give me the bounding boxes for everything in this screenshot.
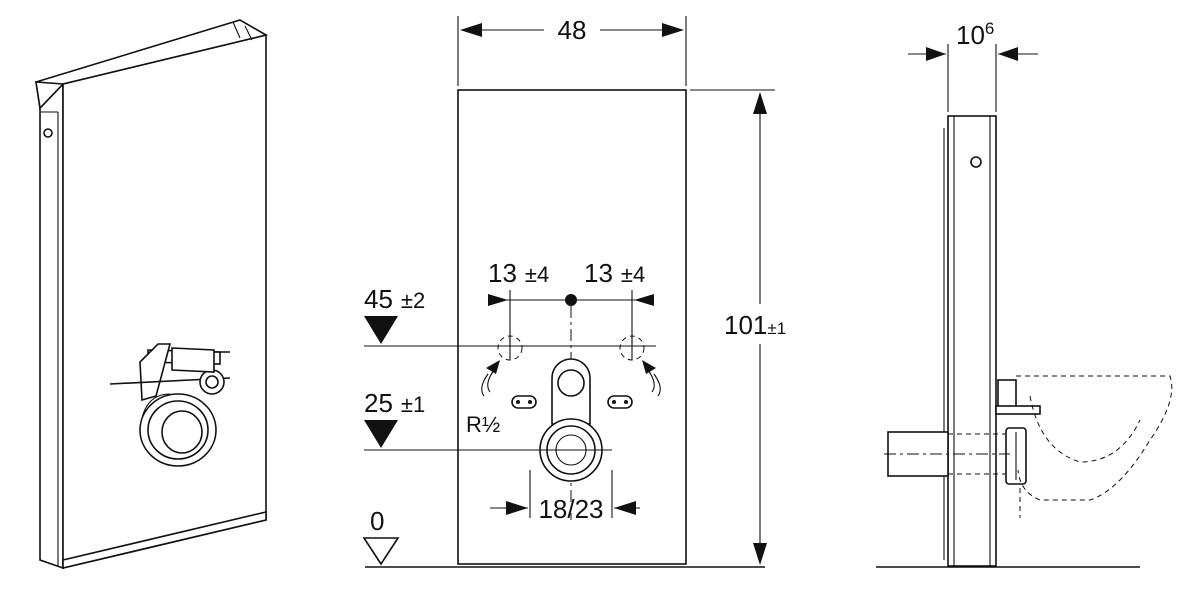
level-zero-marker (362, 537, 400, 566)
spacing-left-dimension: 13±4 (488, 258, 549, 288)
thread-label: R½ (466, 412, 500, 437)
module-profile (947, 115, 997, 567)
water-connection-left-icon (497, 335, 523, 361)
level-lower-marker (364, 420, 398, 448)
module-isometric-view (35, 19, 269, 570)
side-section-view: 106 (876, 19, 1173, 568)
side-button-icon (970, 156, 982, 168)
level-upper-marker (364, 316, 398, 344)
front-elevation-view: 48 101±1 13±4 13±4 45±2 (362, 15, 786, 568)
drain-outlet-icon (539, 358, 603, 482)
width-dimension: 48 (558, 15, 587, 45)
side-bracket-icon (997, 379, 1017, 409)
level-upper: 45±2 (364, 284, 425, 314)
bracket-icon (109, 343, 231, 402)
spacing-right-dimension: 13±4 (584, 258, 645, 288)
water-connection-right-icon (619, 335, 645, 361)
bowl-spacing-dimension: 18/23 (538, 494, 603, 524)
fixing-hole-right (607, 395, 633, 409)
fixing-hole-left (511, 395, 537, 409)
depth-dimension: 106 (956, 19, 994, 50)
level-zero: 0 (370, 506, 384, 536)
height-dimension: 101±1 (724, 310, 786, 340)
panel-outline (457, 89, 687, 565)
pipe-collar-icon (139, 393, 217, 467)
level-lower: 25±1 (364, 388, 425, 418)
wc-bowl-outline (1016, 375, 1173, 518)
